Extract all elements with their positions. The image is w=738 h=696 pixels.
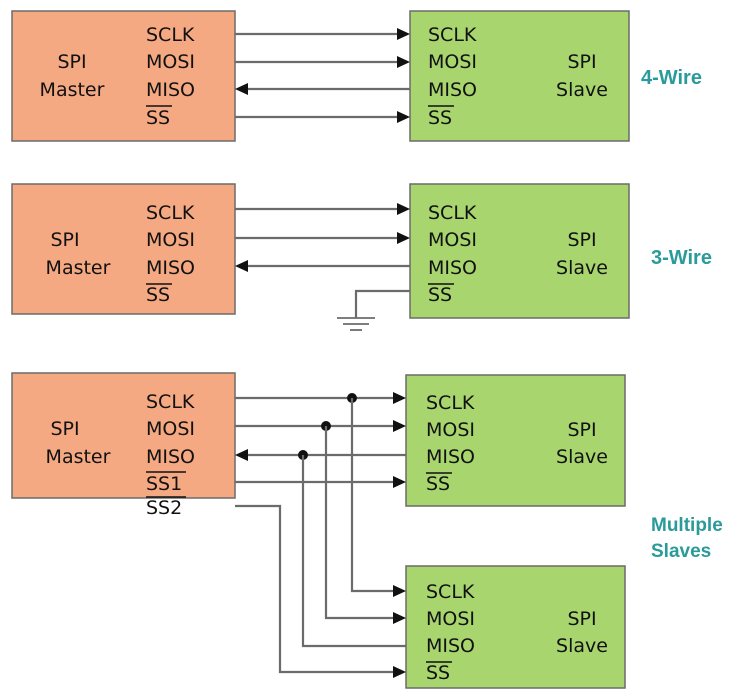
ss2-wire (235, 504, 394, 674)
sclk-branch-wire (350, 398, 394, 593)
section-label-slaves: Slaves (651, 541, 711, 562)
arrow-right-icon (393, 392, 406, 404)
slave-pin-sclk: SCLK (426, 581, 475, 603)
arrow-right-icon (393, 585, 406, 597)
slave-pin-ss: SS (426, 662, 450, 684)
slave-pin-sclk: SCLK (428, 202, 477, 224)
section-label-4-wire: 4-Wire (641, 67, 702, 89)
master-pin-miso: MISO (146, 257, 195, 279)
arrow-right-icon (397, 28, 410, 40)
arrow-right-icon (393, 666, 406, 678)
arrow-right-icon (393, 476, 406, 488)
master-title-line2: Master (40, 79, 105, 101)
master-pin-mosi: MOSI (146, 418, 195, 440)
master-title-line1: SPI (57, 51, 86, 73)
arrow-right-icon (393, 420, 406, 432)
spi-master-box (11, 372, 236, 499)
slave-pin-sclk: SCLK (426, 392, 475, 414)
slave-title-line2: Slave (556, 79, 608, 101)
slave-title-line2: Slave (556, 257, 608, 279)
master-pin-ss: SS (146, 107, 170, 129)
arrow-right-icon (397, 232, 410, 244)
slave-pin-miso: MISO (426, 446, 475, 468)
arrow-left-icon (235, 83, 248, 95)
slave-title-line1: SPI (567, 608, 596, 630)
arrow-right-icon (397, 56, 410, 68)
slave-pin-mosi: MOSI (428, 229, 477, 251)
master-pin-ss2: SS2 (146, 497, 182, 519)
spi-slave-box (409, 10, 630, 142)
spi-master-box (11, 183, 236, 315)
master-title-line2: Master (46, 257, 111, 279)
section-label-multiple: Multiple (651, 515, 723, 536)
slave-pin-ss: SS (428, 284, 452, 306)
section-multiple-slaves: SPI Master SCLK MOSI MISO SS1 SS2 SCLK M… (11, 372, 723, 689)
spi-slave-box-1 (405, 374, 626, 507)
arrow-right-icon (397, 203, 410, 215)
slave-pin-ss: SS (426, 473, 450, 495)
master-pin-sclk: SCLK (146, 391, 195, 413)
slave-pin-mosi: MOSI (426, 608, 475, 630)
master-pin-mosi: MOSI (146, 51, 195, 73)
master-title-line1: SPI (50, 418, 79, 440)
mosi-branch-wire (324, 426, 394, 620)
slave-title-line2: Slave (556, 446, 608, 468)
section-3-wire: SPI Master SCLK MOSI MISO SS SCLK MOSI M… (11, 183, 712, 331)
section-label-3-wire: 3-Wire (651, 247, 712, 269)
spi-slave-box (409, 183, 630, 319)
master-title-line1: SPI (50, 229, 79, 251)
slave-pin-miso: MISO (428, 79, 477, 101)
slave-title-line1: SPI (567, 229, 596, 251)
master-title-line2: Master (46, 446, 111, 468)
slave-pin-ss: SS (428, 107, 452, 129)
master-pin-sclk: SCLK (146, 202, 195, 224)
slave-pin-mosi: MOSI (428, 51, 477, 73)
master-pin-ss1: SS1 (146, 473, 182, 495)
arrow-right-icon (393, 612, 406, 624)
slave-pin-miso: MISO (426, 635, 475, 657)
slave-title-line1: SPI (567, 419, 596, 441)
master-pin-ss: SS (146, 284, 170, 306)
miso-branch-wire (301, 455, 406, 648)
master-pin-mosi: MOSI (146, 229, 195, 251)
master-pin-sclk: SCLK (146, 24, 195, 46)
master-pin-miso: MISO (146, 79, 195, 101)
master-pin-miso: MISO (146, 446, 195, 468)
arrow-left-icon (235, 260, 248, 272)
slave-pin-miso: MISO (428, 257, 477, 279)
ground-icon (337, 317, 375, 331)
slave-pin-mosi: MOSI (426, 419, 475, 441)
section-4-wire: SPI Master SCLK MOSI MISO SS SCLK MOSI M… (11, 10, 702, 142)
spi-master-box (11, 10, 236, 142)
arrow-left-icon (235, 449, 248, 461)
arrow-right-icon (397, 111, 410, 123)
spi-slave-box-2 (405, 565, 626, 689)
slave-pin-sclk: SCLK (428, 24, 477, 46)
ss-ground-wire (354, 289, 410, 318)
slave-title-line2: Slave (556, 635, 608, 657)
slave-title-line1: SPI (567, 51, 596, 73)
